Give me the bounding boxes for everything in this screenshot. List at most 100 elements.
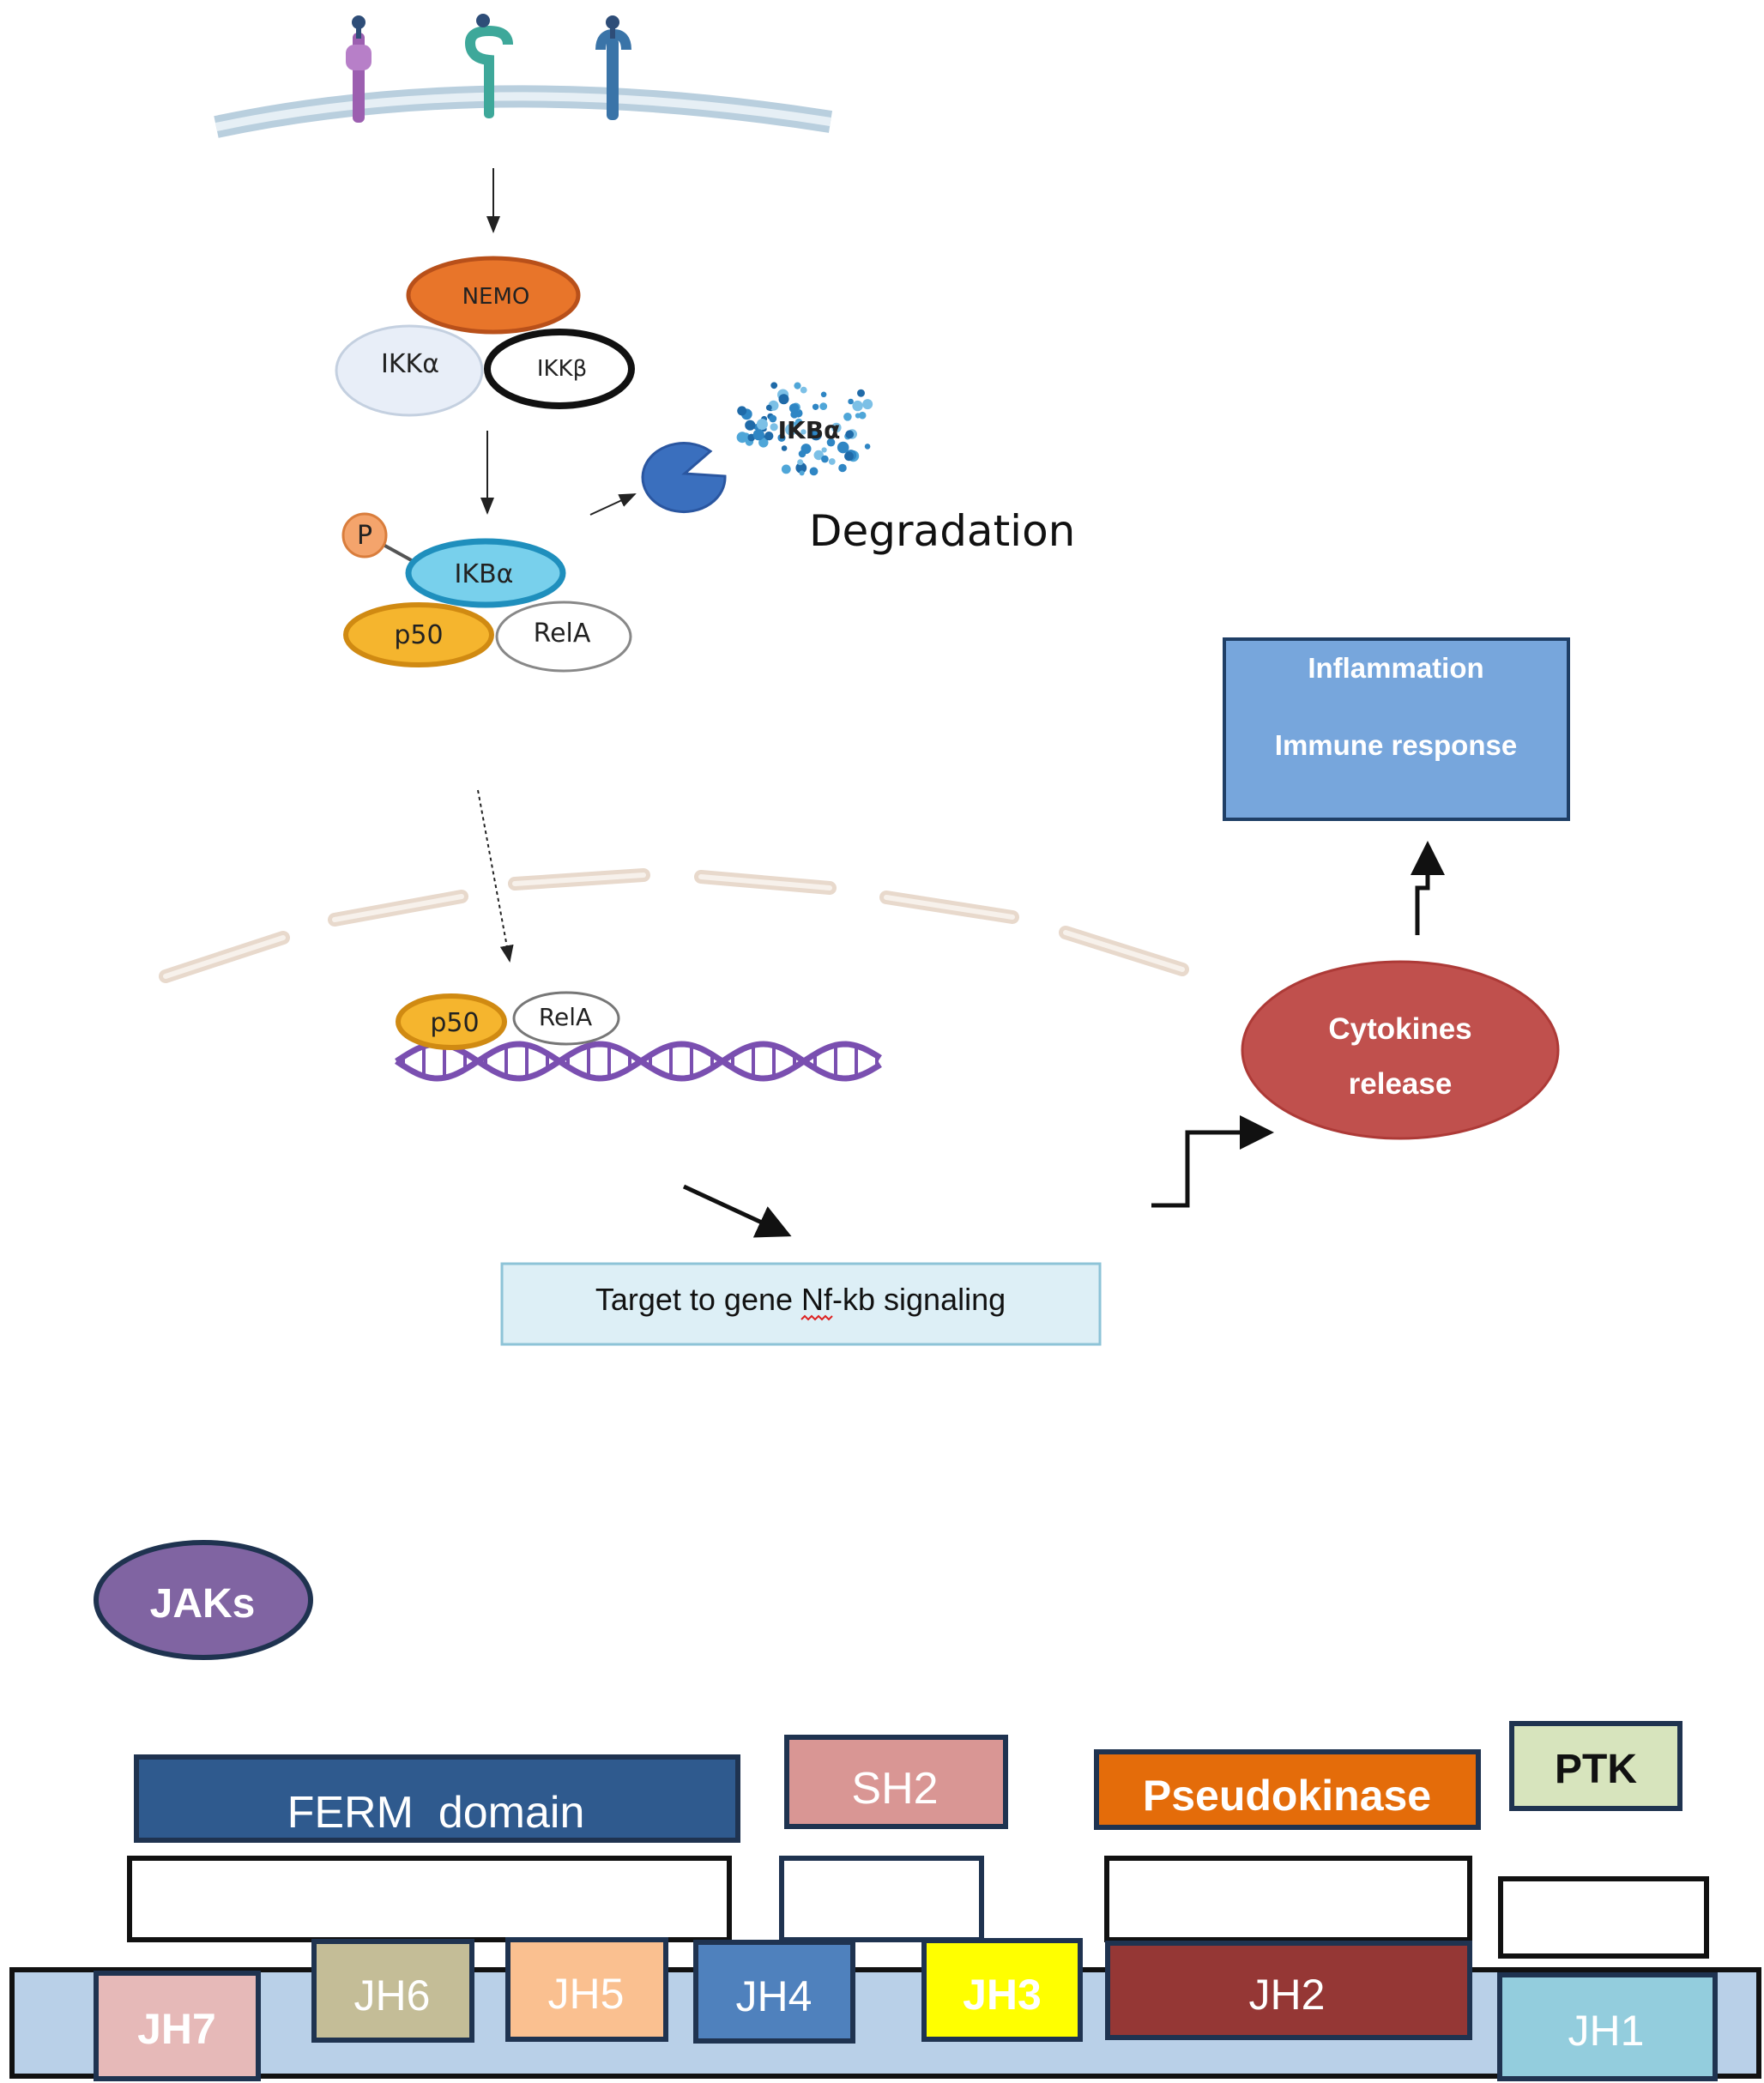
receptor-blue-icon: [595, 15, 631, 120]
arrow-to-cytokines: [1151, 1115, 1274, 1208]
ikk-complex: NEMO IKKα IKKβ: [335, 256, 635, 417]
p50-nuclear-node: [396, 993, 507, 1050]
degradation-label: Degradation: [809, 506, 1075, 556]
ikba-fragment-dot: [844, 451, 854, 462]
cell-membrane: [214, 85, 833, 138]
bracket-ptk: [1498, 1876, 1709, 1959]
ikba-fragment-dot: [781, 464, 791, 474]
ikba-fragment-dot: [788, 403, 800, 414]
ikba-degraded-label: IKBα: [778, 416, 841, 444]
ikkb-node: [484, 329, 635, 409]
ikka-label: IKKα: [381, 349, 439, 379]
pseudokinase-domain-label: Pseudokinase: [1143, 1772, 1431, 1820]
jh3-label: JH3: [963, 1971, 1042, 2019]
ikba-fragment-dot: [797, 459, 804, 466]
arrow-to-outcome: [1411, 841, 1445, 935]
ferm-domain-box: [134, 1754, 740, 1843]
nemo-node: [406, 256, 581, 335]
p50-nuclear-label: p50: [430, 1008, 479, 1038]
proteasome-icon: [641, 442, 727, 514]
rela-node: [495, 601, 632, 673]
ikba-fragment-dot: [799, 470, 805, 476]
jh2-segment: [1105, 1941, 1472, 2040]
jak-backbone-bar: [9, 1967, 1761, 2079]
target-gene-label: Target to gene Nf-kb signaling: [595, 1282, 1006, 1317]
ikba-fragment-dot: [820, 391, 827, 398]
jh5-segment: [505, 1937, 668, 2042]
ikba-fragment-dot: [758, 438, 769, 448]
ikba-fragment-dot: [845, 430, 855, 439]
jh1-label: JH1: [1568, 2007, 1645, 2055]
ikba-fragment-dot: [770, 423, 778, 432]
ikba-fragment-dot: [864, 444, 871, 450]
receptor-teal-icon: [464, 14, 513, 118]
ikba-fragment-dot: [736, 432, 748, 444]
dna-helix-icon: [395, 1041, 882, 1082]
ptk-domain-box: [1509, 1721, 1682, 1811]
arrow-nuclear-translocation: [477, 789, 514, 963]
jh7-label: JH7: [137, 2005, 216, 2053]
ikba-label: IKBα: [455, 559, 514, 589]
ikba-fragment-dot: [745, 420, 756, 431]
jaks-label: JAKs: [150, 1581, 256, 1627]
ikba-fragment-dot: [778, 394, 789, 405]
ikba-fragment-dot: [858, 411, 867, 420]
ikba-fragment-dot: [737, 406, 747, 416]
cytokines-label-line2: release: [1349, 1067, 1453, 1101]
ikba-fragment-dot: [764, 432, 774, 441]
jh2-label: JH2: [1249, 1971, 1326, 2019]
ikba-fragment-dot: [800, 429, 806, 435]
ikba-fragment-dot: [828, 458, 836, 465]
ikba-fragment-dot: [821, 455, 829, 463]
ikba-node: [405, 538, 566, 608]
jh6-segment: [311, 1939, 474, 2043]
ikba-fragment-dot: [795, 462, 807, 474]
cytokines-node: [1241, 960, 1560, 1140]
sh2-domain-box: [784, 1735, 1008, 1829]
ikba-fragment-dot: [794, 382, 801, 389]
spellcheck-underline: [800, 1314, 833, 1321]
ikba-fragment-dot: [777, 433, 786, 442]
ikba-fragment-dot: [852, 400, 863, 412]
ikba-fragment-dot: [837, 441, 849, 454]
ikba-fragment-dot: [821, 447, 827, 453]
ikba-fragment-dot: [843, 413, 852, 421]
p50-label: p50: [394, 620, 443, 650]
p50-node: [343, 602, 494, 667]
jaks-node: [94, 1540, 313, 1660]
ptk-domain-label: PTK: [1555, 1747, 1637, 1792]
ikba-fragment-dot: [831, 422, 842, 433]
ikba-fragment-dot: [765, 404, 772, 411]
outcome-label-line1: Inflammation: [1308, 652, 1483, 684]
dna-strand: [395, 1041, 882, 1082]
rela-nuclear-label: RelA: [539, 1003, 592, 1031]
arrow-to-target-gene: [682, 1184, 792, 1238]
ikba-fragment-dot: [809, 467, 819, 476]
jh3-segment: [921, 1938, 1083, 2042]
ikba-fragment-dot: [756, 419, 768, 430]
ikba-fragment-dot: [813, 430, 819, 437]
nuclear-envelope: [159, 868, 1189, 983]
rela-label: RelA: [534, 619, 591, 649]
ikba-fragment-dot: [781, 445, 788, 451]
ikba-fragment-dot: [770, 382, 778, 389]
bracket-ferm: [127, 1856, 732, 1942]
outcome-box: [1223, 637, 1570, 821]
arrow-to-proteasome: [589, 493, 637, 516]
ikba-fragment-dot: [813, 450, 824, 461]
jh7-segment: [94, 1971, 261, 2081]
rela-nuclear-node: [512, 991, 620, 1046]
ikba-fragments-icon: [736, 382, 873, 476]
ikba-fragment-dot: [785, 423, 797, 436]
ikba-fragment-dot: [862, 399, 873, 410]
jh6-label: JH6: [354, 1971, 431, 2020]
ikba-fragment-dot: [838, 463, 847, 473]
ikba-fragment-dot: [848, 398, 854, 405]
phospho-label: P: [357, 521, 372, 551]
outcome-label-line2: Immune response: [1275, 729, 1517, 761]
receptor-purple-icon: [346, 15, 372, 123]
ferm-domain-label: FERM domain: [287, 1788, 585, 1838]
ikba-fragment-dot: [769, 414, 777, 423]
ikba-fragment-dot: [819, 402, 828, 410]
jh1-segment: [1497, 1972, 1718, 2081]
